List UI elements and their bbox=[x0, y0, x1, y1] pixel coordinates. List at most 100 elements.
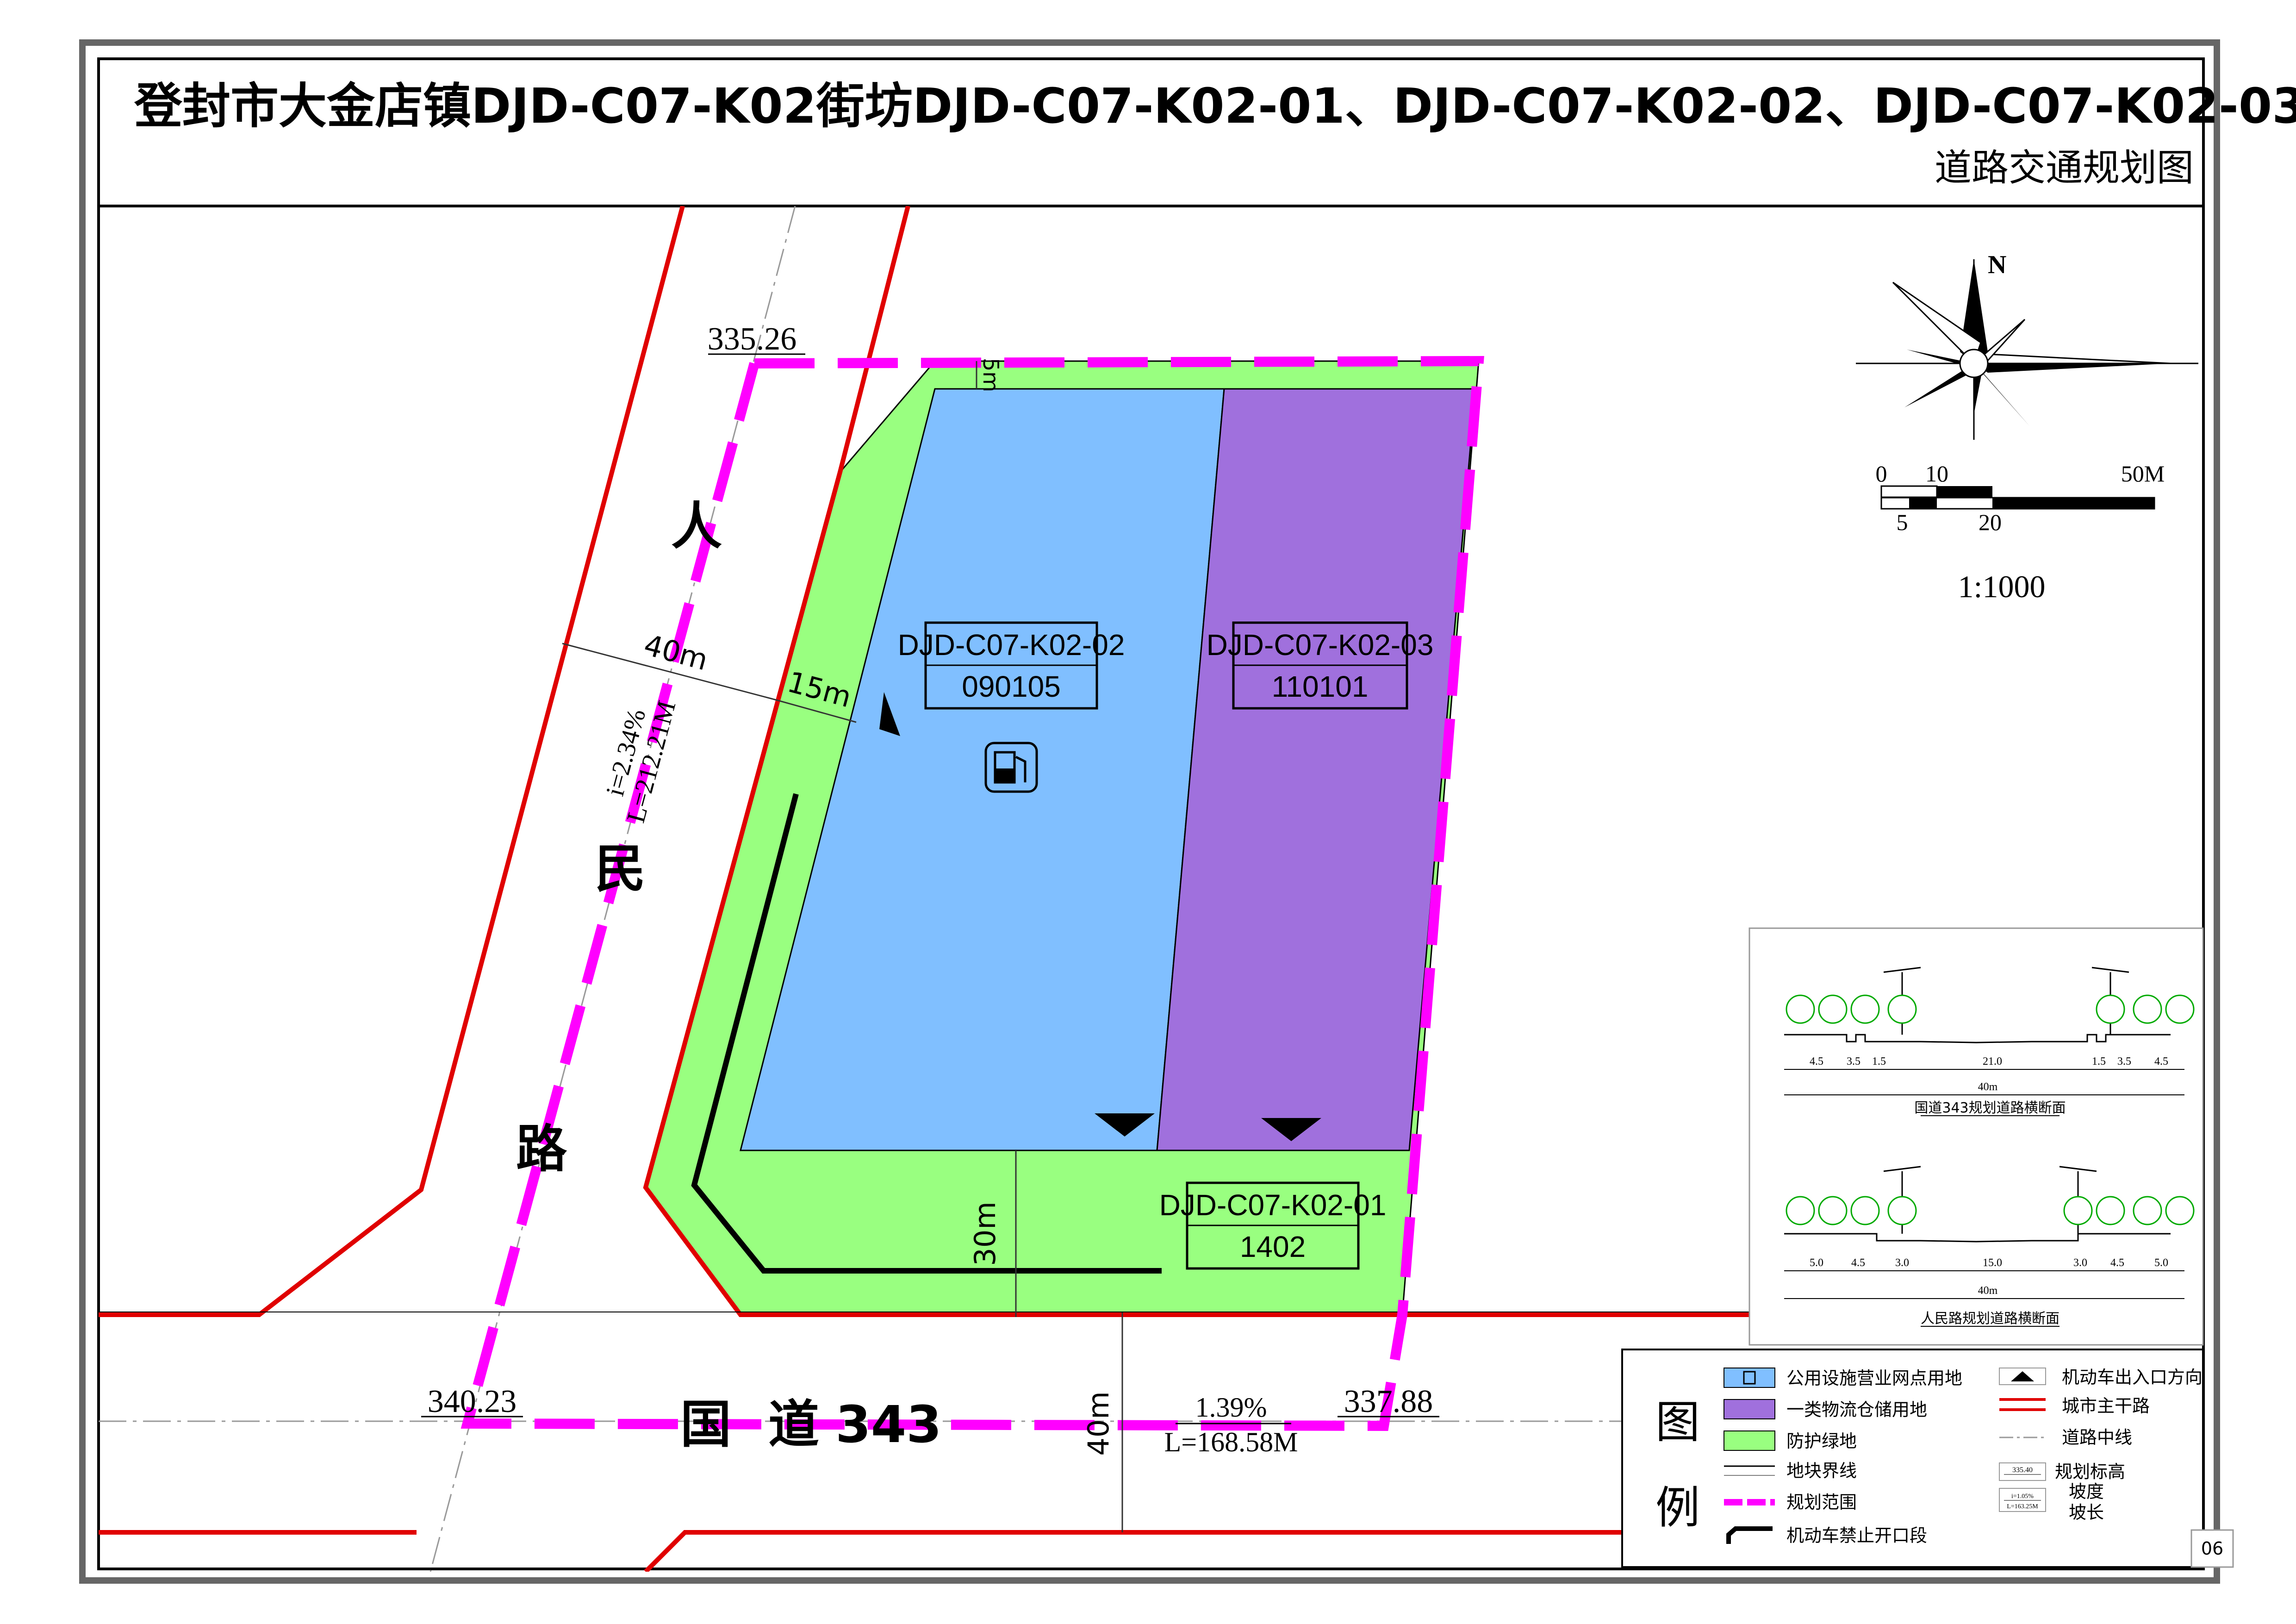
guodao-label-3: 343 bbox=[835, 1395, 942, 1454]
legend-panel bbox=[1621, 1349, 2204, 1568]
renmin-width-label: 40m bbox=[641, 628, 711, 677]
guodao-section-w4: 21.0 bbox=[1983, 1056, 2002, 1068]
scale-label-5: 5 bbox=[1897, 509, 1908, 535]
renmin-road-west-edge bbox=[99, 206, 685, 1317]
legend-label-parcel-line: 地块界线 bbox=[1786, 1461, 1857, 1481]
legend-label-slope: 坡度 bbox=[2069, 1481, 2104, 1502]
renmin-section-w3: 3.0 bbox=[1895, 1257, 1909, 1269]
renmin-section-w7: 5.0 bbox=[2154, 1257, 2168, 1269]
right-elevation: 337.88 bbox=[1344, 1384, 1433, 1419]
legend-label-no-opening: 机动车禁止开口段 bbox=[1786, 1525, 1927, 1546]
cross-section-panel bbox=[1748, 927, 2204, 1346]
guodao-section-total: 40m bbox=[1978, 1081, 1998, 1093]
parcel-02-use: 090105 bbox=[962, 670, 1061, 703]
green-width-dimline bbox=[772, 698, 857, 723]
renmin-section-w1: 5.0 bbox=[1810, 1257, 1823, 1269]
legend-elev-icon bbox=[1999, 1462, 2046, 1481]
renmin-width-dimline bbox=[562, 643, 773, 700]
legend-red-double-icon bbox=[1999, 1398, 2046, 1411]
parcel-01-use: 1402 bbox=[1240, 1230, 1306, 1263]
parcel-02-code: DJD-C07-K02-02 bbox=[898, 628, 1125, 662]
legend-hook-icon bbox=[1726, 1526, 1773, 1544]
parcel-label-03: DJD-C07-K02-03 110101 bbox=[1207, 621, 1434, 710]
legend-line-icon bbox=[1724, 1465, 1775, 1476]
guodao-section-w6: 3.5 bbox=[2117, 1056, 2131, 1068]
scale-label-0: 0 bbox=[1876, 461, 1887, 487]
planning-boundary bbox=[460, 356, 1484, 1431]
gas-station-icon bbox=[984, 742, 1038, 793]
scale-label-20: 20 bbox=[1979, 509, 2002, 535]
legend-label-length: 坡长 bbox=[2069, 1502, 2104, 1523]
outer-frame bbox=[79, 39, 2220, 1584]
top-elevation: 335.26 bbox=[708, 321, 797, 357]
renmin-road-east-edge bbox=[643, 206, 2203, 1317]
guodao-width-label: 40m bbox=[1082, 1391, 1115, 1455]
renmin-label-2: 民 bbox=[595, 839, 646, 899]
top-setback-label: 5m bbox=[978, 358, 1003, 392]
purple-parcel bbox=[1156, 388, 1476, 1151]
legend-utility-icon bbox=[1724, 1368, 1775, 1388]
guodao-section-caption: 国道343规划道路横断面 bbox=[1914, 1100, 2066, 1116]
renmin-label-1: 人 bbox=[671, 497, 722, 556]
guodao-section-w1: 4.5 bbox=[1810, 1056, 1823, 1068]
legend-label-centerline: 道路中线 bbox=[2062, 1427, 2132, 1448]
parcel-label-01: DJD-C07-K02-01 1402 bbox=[1159, 1181, 1387, 1270]
scale-ratio: 1:1000 bbox=[1958, 569, 2046, 604]
legend-slope-sample-top: i=1.05% bbox=[2011, 1493, 2034, 1500]
inner-frame bbox=[97, 57, 2205, 1570]
legend-purple-swatch bbox=[1724, 1399, 1775, 1419]
legend-slope-icon bbox=[1999, 1488, 2046, 1512]
legend-label-logistics: 一类物流仓储用地 bbox=[1786, 1399, 1927, 1420]
renmin-section-trees bbox=[1786, 1196, 2195, 1225]
scale-bar bbox=[1880, 485, 2155, 510]
renmin-section-caption: 人民路规划道路横断面 bbox=[1921, 1311, 2060, 1327]
guodao-label-2: 道 bbox=[768, 1395, 819, 1454]
guodao-section-w5: 1.5 bbox=[2092, 1056, 2106, 1068]
page-number-box bbox=[2190, 1529, 2234, 1568]
entry-arrow-west-icon bbox=[879, 692, 900, 736]
guodao-length-label: L=168.58M bbox=[1164, 1427, 1298, 1457]
scale-label-50: 50M bbox=[2121, 461, 2165, 487]
legend-heading-top: 图 bbox=[1655, 1396, 1700, 1448]
renmin-label-3: 路 bbox=[516, 1119, 567, 1179]
left-elevation: 340.23 bbox=[428, 1384, 517, 1419]
entry-arrow-south-2-icon bbox=[1261, 1118, 1321, 1141]
south-setback-label: 30m bbox=[968, 1201, 1002, 1266]
map-subtitle: 道路交通规划图 bbox=[1935, 146, 2194, 189]
guodao-section-w2: 3.5 bbox=[1847, 1056, 1860, 1068]
scale-label-10: 10 bbox=[1925, 461, 1948, 487]
legend-label-arterial: 城市主干路 bbox=[2062, 1396, 2150, 1416]
parcel-label-02: DJD-C07-K02-02 090105 bbox=[898, 621, 1125, 710]
guodao-slope-label: 1.39% bbox=[1195, 1392, 1267, 1423]
legend-elev-sample: 335.40 bbox=[2012, 1466, 2033, 1474]
legend-label-boundary: 规划范围 bbox=[1786, 1492, 1857, 1512]
entry-arrow-south-1-icon bbox=[1095, 1113, 1155, 1137]
legend-green-swatch bbox=[1724, 1430, 1775, 1451]
guodao-label-1: 国 bbox=[680, 1395, 731, 1454]
no-opening-segment bbox=[691, 793, 1162, 1274]
legend-label-green: 防护绿地 bbox=[1786, 1431, 1857, 1451]
legend-slope-sample-bottom: L=163.25M bbox=[2007, 1503, 2038, 1510]
north-arrow-icon bbox=[1856, 259, 2198, 440]
guodao-section-w7: 4.5 bbox=[2154, 1056, 2168, 1068]
renmin-section-w5: 3.0 bbox=[2073, 1257, 2087, 1269]
renmin-section-w2: 4.5 bbox=[1851, 1257, 1865, 1269]
parcel-01-code: DJD-C07-K02-01 bbox=[1159, 1188, 1387, 1222]
guodao-section-drawing bbox=[1784, 967, 2171, 1043]
renmin-section-total: 40m bbox=[1978, 1285, 1998, 1297]
north-label: N bbox=[1988, 250, 2006, 279]
legend-heading-bottom: 例 bbox=[1655, 1482, 1700, 1534]
legend-triangle-icon bbox=[1999, 1368, 2046, 1385]
legend-label-entry-dir: 机动车出入口方向 bbox=[2062, 1367, 2203, 1387]
legend-label-elevation: 规划标高 bbox=[2055, 1462, 2125, 1482]
guodao-section-trees bbox=[1786, 994, 2195, 1024]
page-number: 06 bbox=[2201, 1538, 2223, 1559]
parcel-03-code: DJD-C07-K02-03 bbox=[1207, 628, 1434, 662]
map-title: 登封市大金店镇DJD-C07-K02街坊DJD-C07-K02-01、DJD-C… bbox=[134, 78, 2296, 134]
renmin-section-w4: 15.0 bbox=[1983, 1257, 2002, 1269]
legend-label-utility: 公用设施营业网点用地 bbox=[1786, 1368, 1962, 1388]
parcel-03-use: 110101 bbox=[1272, 670, 1369, 703]
guodao-section-w3: 1.5 bbox=[1872, 1056, 1886, 1068]
renmin-section-w6: 4.5 bbox=[2110, 1257, 2124, 1269]
